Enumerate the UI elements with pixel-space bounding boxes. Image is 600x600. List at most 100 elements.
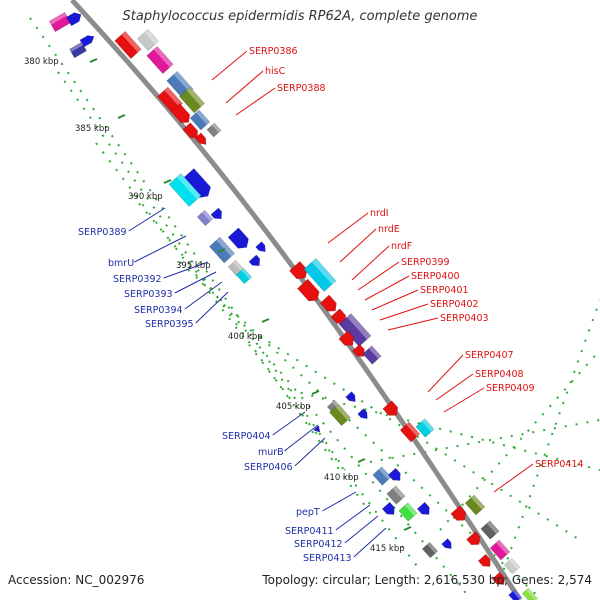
gene-feature: [329, 403, 351, 427]
leader-line: [351, 245, 390, 281]
leader-line: [211, 50, 248, 81]
label-leader-lines: [128, 50, 534, 558]
map-title: Staphylococcus epidermidis RP62A, comple…: [122, 9, 478, 24]
gene-highlight: [202, 210, 213, 222]
leader-line: [493, 463, 534, 493]
gene-feature: [235, 267, 253, 285]
leader-line: [327, 212, 369, 244]
gene-feature: [168, 173, 202, 207]
tick-mark: [117, 114, 126, 119]
gene-block: [415, 418, 435, 438]
gene-arrow: [248, 254, 260, 266]
gene-block: [386, 485, 406, 505]
gene-label-reverse: SERP0412: [294, 539, 343, 550]
gene-label-reverse: SERP0392: [113, 274, 162, 285]
gene-feature: [338, 330, 355, 346]
gene-feature: [179, 86, 205, 114]
gene-feature: [303, 258, 337, 292]
gene-highlight: [311, 258, 336, 285]
leader-line: [272, 411, 306, 436]
tick-label: 390 kbp: [128, 192, 163, 202]
gene-arrow: [227, 227, 249, 249]
tick-label: 400 kbp: [228, 332, 263, 342]
gene-feature: [415, 418, 435, 438]
gene-label-forward: SERP0408: [475, 369, 524, 380]
leader-line: [225, 70, 264, 104]
gene-label-forward: nrdI: [370, 208, 389, 219]
gene-label-reverse: SERP0406: [244, 462, 293, 473]
gene-feature: [477, 553, 491, 567]
leader-line: [357, 261, 400, 291]
gene-block: [503, 557, 521, 575]
gene-feature: [489, 539, 511, 561]
leader-line: [371, 289, 419, 311]
gene-feature: [381, 501, 395, 515]
leader-line: [195, 291, 229, 324]
gene-highlight: [471, 495, 485, 510]
leader-line: [184, 281, 223, 310]
tick-guides: [29, 17, 600, 599]
gene-highlight: [144, 29, 159, 45]
genome-backbone: [70, 0, 523, 600]
gene-feature: [248, 254, 260, 266]
gene-highlight: [421, 418, 435, 432]
gene-highlight: [496, 540, 510, 555]
tick-guide-line: [95, 142, 421, 571]
gene-feature: [210, 207, 222, 219]
gene-feature: [387, 467, 401, 481]
gene-arrow: [345, 391, 356, 403]
leader-line: [294, 437, 326, 467]
gene-highlight: [216, 237, 235, 257]
leader-line: [435, 373, 474, 401]
gene-feature: [69, 41, 87, 59]
gene-block: [372, 466, 392, 486]
gene-highlight: [346, 313, 371, 340]
gene-feature: [196, 209, 214, 227]
gene-feature: [194, 132, 207, 145]
gene-label-reverse: SERP0395: [145, 319, 194, 330]
gene-feature: [398, 502, 418, 522]
tick-label: 395 kbp: [176, 261, 211, 271]
gene-arrow: [387, 467, 401, 481]
leader-line: [134, 235, 187, 263]
gene-highlight: [186, 87, 205, 107]
gene-label-forward: SERP0414: [535, 459, 584, 470]
gene-arrow: [297, 278, 320, 302]
gene-arrow: [210, 207, 222, 219]
gene-feature: [362, 345, 382, 365]
gene-feature: [508, 589, 522, 600]
gene-feature: [503, 557, 521, 575]
gene-highlight: [233, 260, 244, 272]
gene-feature: [227, 227, 249, 249]
gene-highlight: [392, 485, 406, 499]
leader-line: [235, 87, 276, 116]
gene-label-forward: SERP0409: [486, 383, 535, 394]
tick-mark: [357, 458, 366, 463]
gene-feature: [399, 421, 421, 443]
gene-feature: [382, 400, 399, 416]
gene-block: [303, 258, 337, 292]
gene-highlight: [69, 42, 84, 53]
gene-feature: [137, 29, 159, 51]
gene-highlight: [406, 422, 420, 437]
gene-feature: [313, 425, 321, 433]
gene-feature: [521, 587, 539, 600]
leader-line: [322, 491, 357, 512]
gene-block: [464, 494, 486, 516]
gene-feature: [464, 494, 486, 516]
gene-feature: [491, 571, 505, 585]
gene-arrow: [357, 408, 368, 420]
gene-feature: [206, 122, 222, 138]
gene-block: [398, 502, 418, 522]
gene-block: [168, 173, 202, 207]
accession-text: Accession: NC_002976: [8, 573, 145, 587]
leader-line: [353, 527, 387, 558]
gene-feature: [386, 485, 406, 505]
gene-feature: [480, 520, 500, 540]
gene-feature: [466, 531, 481, 546]
gene-block: [480, 520, 500, 540]
gene-highlight: [378, 466, 392, 480]
gene-label-forward: SERP0407: [465, 350, 514, 361]
leader-line: [364, 275, 410, 301]
